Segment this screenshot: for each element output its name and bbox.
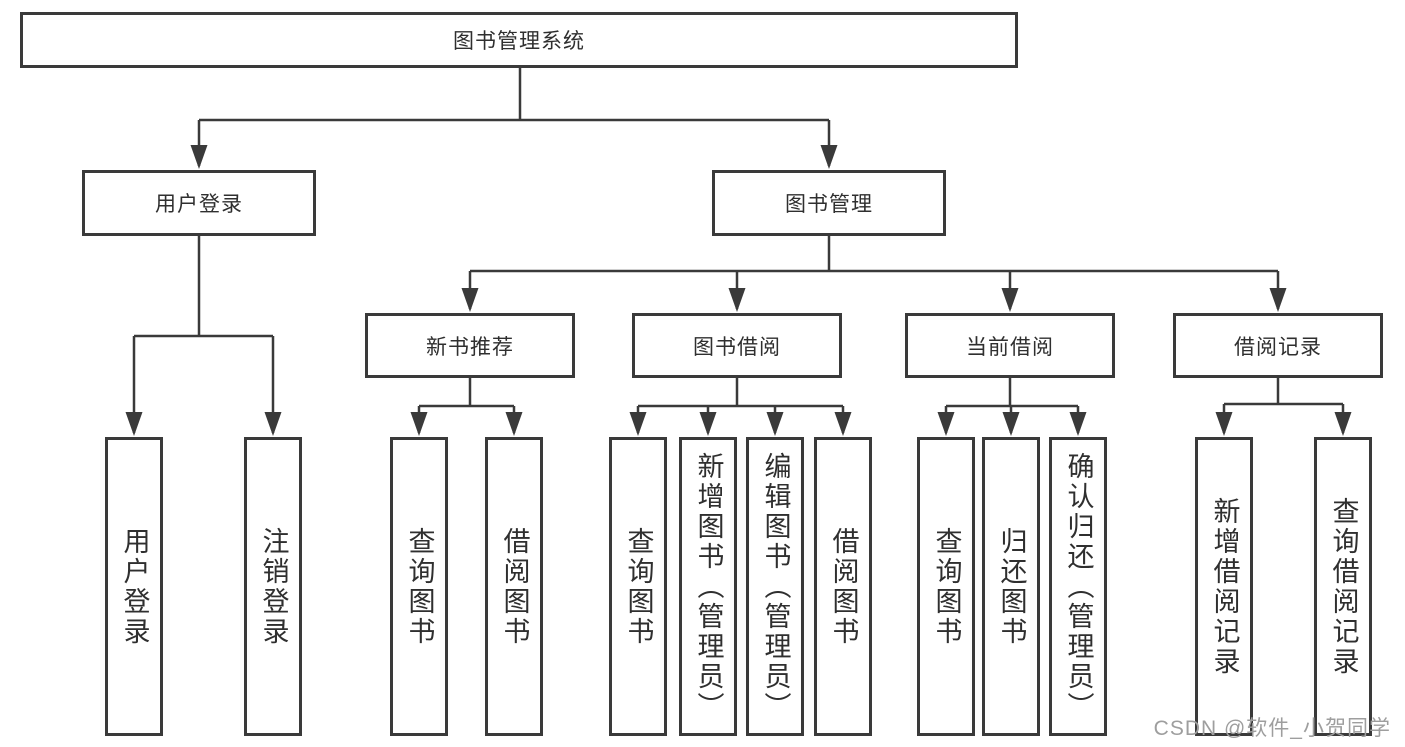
node-label: 借阅记录 <box>1234 335 1322 359</box>
leaf-label: 归还图书 <box>996 526 1027 647</box>
arrowhead-icon <box>1269 288 1287 312</box>
node-label: 图书管理 <box>785 193 873 216</box>
node-label: 当前借阅 <box>966 335 1054 359</box>
csdn-watermark: CSDN @软件_小贺同学 <box>1153 717 1391 740</box>
arrowhead-icon <box>834 412 852 436</box>
leaf-query-books-borrow: 查询图书 <box>609 437 667 736</box>
node-book-management: 图书管理 <box>712 170 946 236</box>
leaf-label: 查询图书 <box>931 526 962 647</box>
arrowhead-icon <box>1001 288 1019 312</box>
leaf-user-login: 用户登录 <box>105 437 163 736</box>
arrowhead-icon <box>699 412 717 436</box>
node-borrowing-records: 借阅记录 <box>1173 313 1383 378</box>
node-new-book-recommendation: 新书推荐 <box>365 313 575 378</box>
node-label: 新书推荐 <box>426 335 514 359</box>
arrowhead-icon <box>505 412 523 436</box>
connector-borrow-records-to-leaves <box>1222 378 1345 433</box>
leaf-label: 借阅图书 <box>499 526 530 647</box>
leaf-label: 确认归还（管理员） <box>1063 451 1094 722</box>
node-book-management-system: 图书管理系统 <box>20 12 1018 68</box>
arrowhead-icon <box>410 412 428 436</box>
arrowhead-icon <box>461 288 479 312</box>
connector-new-book-to-leaves <box>417 378 516 433</box>
leaf-label: 查询图书 <box>404 526 435 647</box>
node-user-login: 用户登录 <box>82 170 316 236</box>
leaf-label: 借阅图书 <box>828 526 859 647</box>
leaf-borrow-books-recommend: 借阅图书 <box>485 437 543 736</box>
node-label: 图书管理系统 <box>453 30 585 53</box>
node-book-borrowing: 图书借阅 <box>632 313 842 378</box>
connector-root-to-level2 <box>197 68 831 166</box>
node-label: 用户登录 <box>155 193 243 216</box>
leaf-query-borrow-record: 查询借阅记录 <box>1314 437 1372 736</box>
leaf-new-borrow-record: 新增借阅记录 <box>1195 437 1253 736</box>
leaf-label: 查询借阅记录 <box>1328 496 1359 677</box>
connector-book-management-to-level3 <box>468 236 1280 309</box>
arrowhead-icon <box>1002 412 1020 436</box>
leaf-query-books-current: 查询图书 <box>917 437 975 736</box>
leaf-borrow-books-borrow: 借阅图书 <box>814 437 872 736</box>
leaf-label: 用户登录 <box>119 526 150 647</box>
arrowhead-icon <box>766 412 784 436</box>
arrowhead-icon <box>1215 412 1233 436</box>
arrowhead-icon <box>125 412 143 436</box>
leaf-return-books: 归还图书 <box>982 437 1040 736</box>
arrowhead-icon <box>1334 412 1352 436</box>
leaf-confirm-return-admin: 确认归还（管理员） <box>1049 437 1107 736</box>
leaf-logout-login: 注销登录 <box>244 437 302 736</box>
arrowhead-icon <box>190 145 208 169</box>
arrowhead-icon <box>820 145 838 169</box>
leaf-query-books-recommend: 查询图书 <box>390 437 448 736</box>
leaf-label: 查询图书 <box>623 526 654 647</box>
leaf-add-book-admin: 新增图书（管理员） <box>679 437 737 736</box>
node-current-borrowing: 当前借阅 <box>905 313 1115 378</box>
arrowhead-icon <box>937 412 955 436</box>
leaf-edit-book-admin: 编辑图书（管理员） <box>746 437 804 736</box>
leaf-label: 新增借阅记录 <box>1209 496 1240 677</box>
arrowhead-icon <box>629 412 647 436</box>
connector-current-borrow-to-leaves <box>944 378 1080 433</box>
arrowhead-icon <box>264 412 282 436</box>
leaf-label: 注销登录 <box>258 526 289 647</box>
arrowhead-icon <box>728 288 746 312</box>
leaf-label: 新增图书（管理员） <box>693 451 724 722</box>
connector-book-borrow-to-leaves <box>636 378 845 433</box>
node-label: 图书借阅 <box>693 335 781 359</box>
connector-user-login-to-leaves <box>132 236 275 433</box>
leaf-label: 编辑图书（管理员） <box>760 451 791 722</box>
arrowhead-icon <box>1069 412 1087 436</box>
